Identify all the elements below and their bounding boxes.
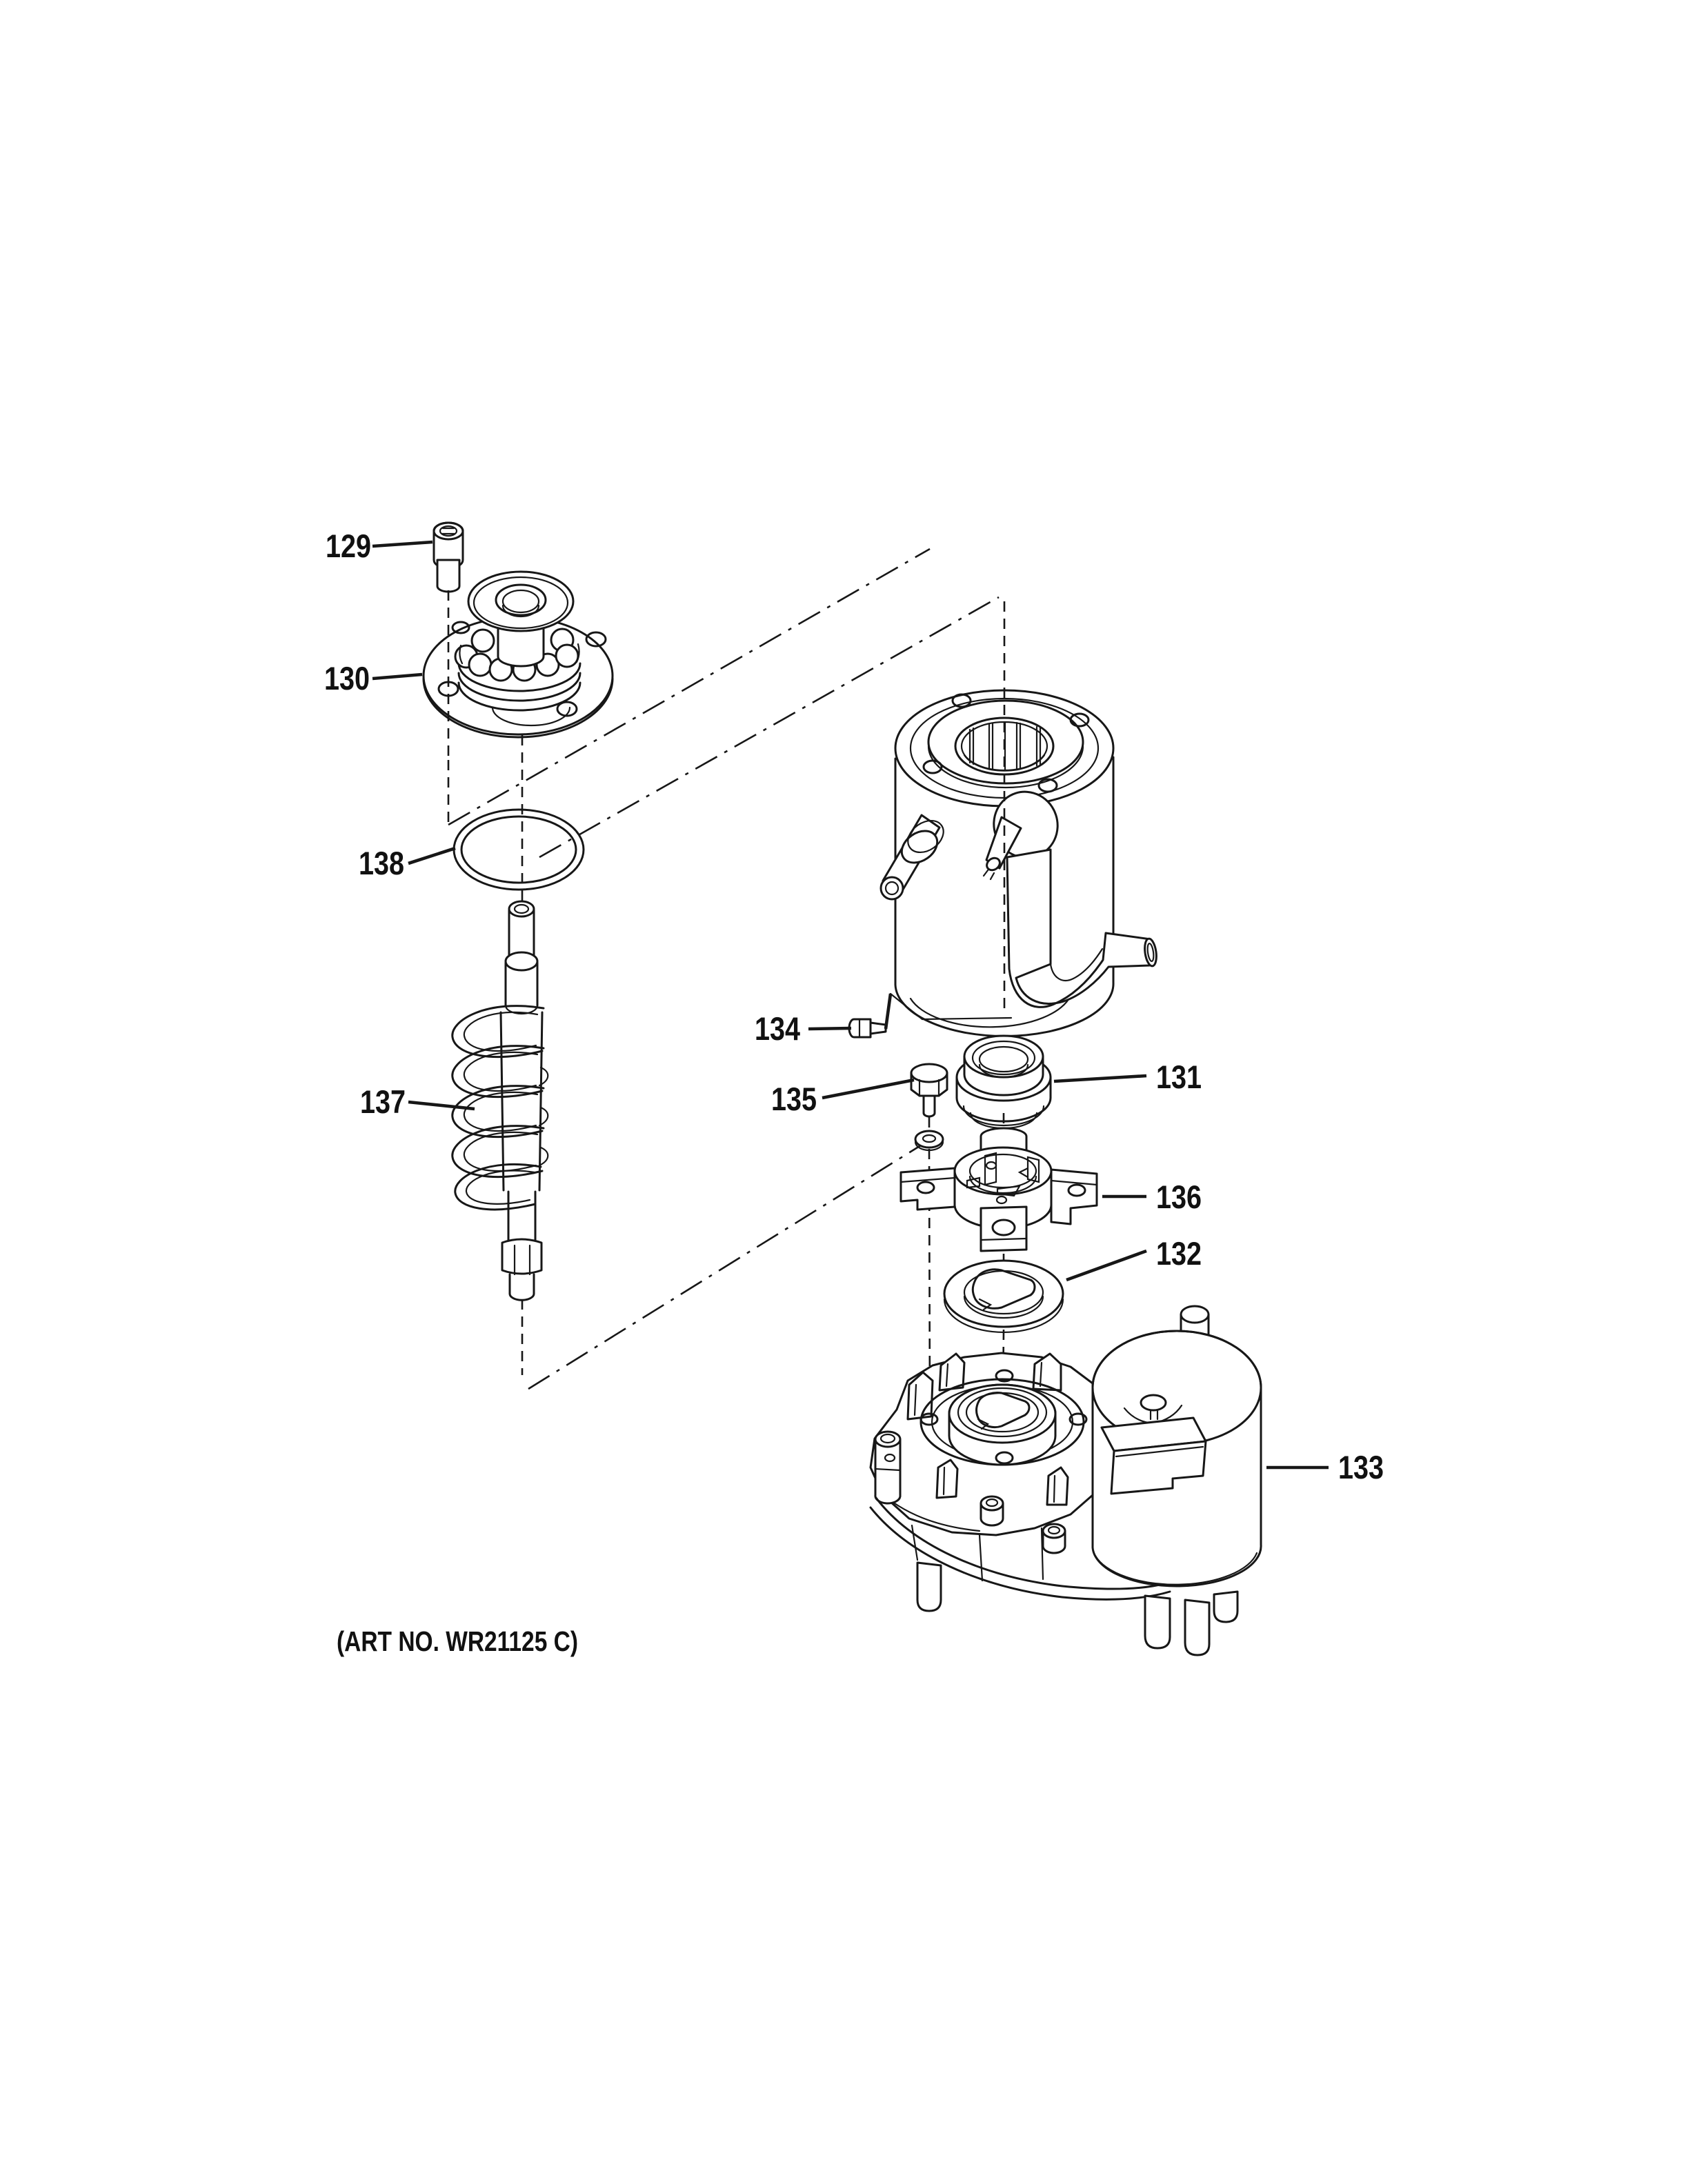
callout-134: 134 [755,1010,800,1047]
part-138-o-ring [453,808,585,891]
gearcase-bolt-boss-left [874,1430,902,1505]
leader-137 [408,1100,475,1111]
callout-132: 132 [1156,1235,1202,1272]
art-number: (ART NO. WR21125 C) [337,1625,578,1657]
callout-129: 129 [326,528,371,564]
part-129-screw [433,521,464,593]
leader-lines [372,540,1329,1470]
housing-left-tube [879,814,944,901]
callout-labels: 129 130 138 137 134 135 131 136 132 133 [324,528,1384,1485]
bracket-castellations [966,1152,1040,1197]
part-134-screw [848,993,893,1039]
housing-lug-edge [889,992,1013,1021]
leader-129 [372,540,433,548]
motor-terminal-block [1100,1416,1207,1495]
motor [1091,1305,1262,1656]
motor-foot-2 [1184,1599,1211,1656]
base-edge-2 [869,1506,1171,1601]
bracket-bottom-tab [980,1205,1028,1252]
bracket-left-wing [899,1167,956,1211]
leader-134-bend [884,993,893,1030]
part-133-motor-gearbox [869,1305,1262,1656]
leader-134 [808,1026,852,1031]
callout-130: 130 [324,660,370,697]
gearbox-coupling [948,1383,1057,1466]
gearcase-screw-boss-right [1042,1523,1066,1554]
callout-137: 137 [360,1083,406,1120]
callout-135: 135 [771,1081,817,1117]
part-136-bracket [899,1127,1098,1252]
leader-132 [1066,1249,1147,1282]
part-135-washer [914,1130,944,1149]
part-137-auger [451,900,549,1301]
part-132-washer [943,1259,1064,1334]
gearcase-fins [906,1352,1069,1506]
bracket-right-wing [1050,1168,1098,1225]
projection-plane-lines [447,548,1000,1390]
part-131-bearing [955,1034,1052,1130]
foot-front [916,1561,942,1612]
auger-flights [451,1005,549,1211]
callout-133: 133 [1338,1449,1384,1485]
leader-130 [372,672,423,681]
callout-131: 131 [1156,1059,1202,1095]
leader-138 [408,846,456,865]
base-edge-1 [875,1496,1167,1590]
gearcase-screw-boss-bottom [980,1495,1004,1527]
motor-foot-1 [1144,1594,1171,1650]
motor-foot-3 [1213,1590,1239,1623]
leader-131 [1053,1074,1147,1083]
leader-135 [822,1078,915,1100]
callout-136: 136 [1156,1179,1202,1215]
part-135-bolt [910,1063,948,1152]
callout-138: 138 [359,845,404,881]
part-130-flange-assembly [422,570,614,739]
auger-housing [879,689,1157,1037]
